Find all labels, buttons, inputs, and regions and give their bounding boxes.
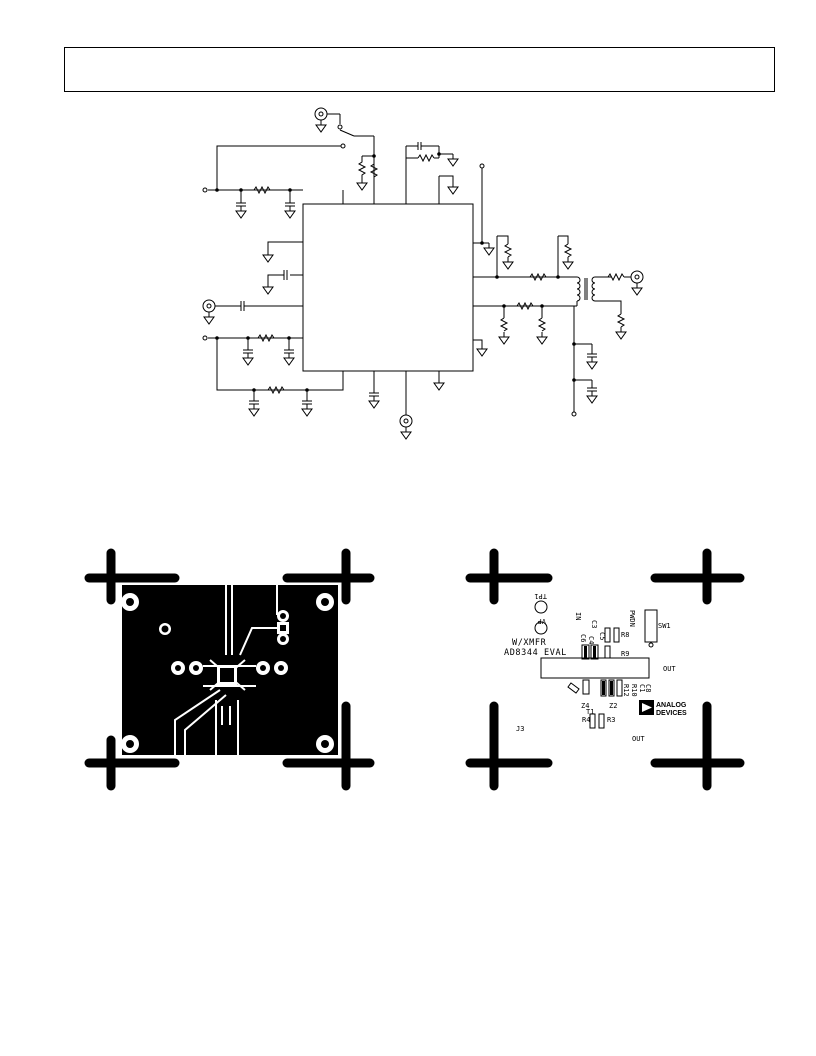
r8-label: R8 [621,631,629,639]
z2-label: Z2 [609,702,617,710]
header-box [64,47,775,92]
c3-label: C3 [590,620,598,628]
c6-label: C6 [579,634,587,642]
c4-label: C4 [587,636,595,644]
sw1-label: SW1 [658,622,671,630]
c8-label: C8 [644,684,652,692]
r9-label: R9 [621,650,629,658]
r10-label: R10 [630,684,638,697]
vp-label: VP [538,617,546,625]
j3-label: J3 [516,725,524,733]
in-label: IN [574,612,582,620]
ic-body [302,203,474,372]
c1-label: C1 [638,684,646,692]
r4-label: R4 [582,716,590,724]
board-name-label: AD8344 EVAL [504,648,567,658]
c5-label: C5 [598,632,606,640]
logo-line1: ANALOG [656,702,687,709]
schematic-diagram [202,107,644,440]
tp1-label: TP1 [534,592,547,600]
out-bottom-label: OUT [632,735,645,743]
out-top-label: OUT [663,665,676,673]
pwdn-label: PWDN [628,610,636,627]
r3-label: R3 [607,716,615,724]
z4-label: Z4 [581,702,589,710]
analog-devices-logo: ANALOG DEVICES [639,700,687,717]
logo-line2: DEVICES [656,710,687,717]
board-variant-label: W/XMFR [512,638,547,648]
t1-label: T1 [586,708,594,716]
r12-label: R12 [622,684,630,697]
